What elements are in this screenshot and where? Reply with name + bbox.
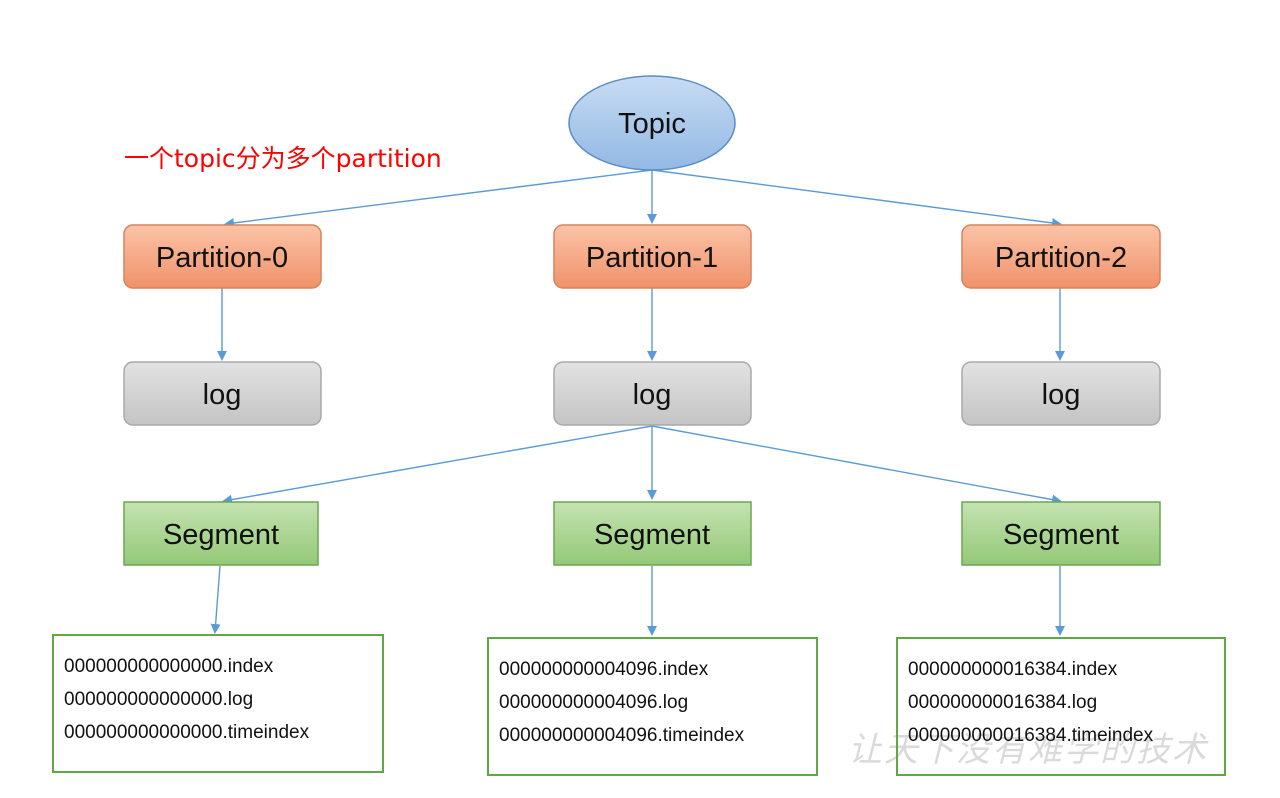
segment-node-1: Segment (553, 501, 752, 566)
partition-node-2: Partition-2 (961, 224, 1161, 289)
segment-file-index: 000000000004096.index (499, 659, 709, 680)
partition-label: Partition-2 (995, 242, 1127, 274)
connector-arrows (210, 169, 1065, 636)
log-label: log (633, 379, 672, 411)
arrow-segment-0-to-files (210, 565, 221, 634)
partition-label: Partition-0 (156, 242, 288, 274)
partition-node-0: Partition-0 (123, 224, 322, 289)
arrow-topic-to-partition-0 (224, 169, 653, 228)
partition-label: Partition-1 (586, 242, 718, 274)
log-node-2: log (961, 361, 1161, 426)
segment-file-index: 000000000016384.index (908, 659, 1118, 680)
topic-label: Topic (618, 108, 686, 140)
segment-files-box-1: 000000000004096.index 000000000004096.lo… (487, 637, 818, 776)
segment-file-timeindex: 000000000000000.timeindex (64, 722, 310, 743)
segment-file-timeindex: 000000000016384.timeindex (908, 725, 1154, 746)
segment-files-box-0: 000000000000000.index 000000000000000.lo… (52, 634, 384, 773)
segment-node-0: Segment (123, 501, 319, 566)
segment-file-timeindex: 000000000004096.timeindex (499, 725, 745, 746)
segment-file-index: 000000000000000.index (64, 656, 274, 677)
log-node-1: log (553, 361, 752, 426)
arrow-log-to-segment-0 (222, 425, 653, 505)
segment-label: Segment (163, 519, 279, 551)
segment-node-2: Segment (961, 501, 1161, 566)
segment-file-log: 000000000016384.log (908, 692, 1098, 713)
log-node-0: log (123, 361, 322, 426)
arrow-topic-to-partition-2 (651, 169, 1062, 228)
partition-node-1: Partition-1 (553, 224, 752, 289)
log-label: log (203, 379, 242, 411)
segment-label: Segment (1003, 519, 1119, 551)
segment-files-box-2: 000000000016384.index 000000000016384.lo… (896, 637, 1226, 776)
segment-file-log: 000000000000000.log (64, 689, 254, 710)
watermark: 让天下没有难学的技术 (848, 730, 1208, 770)
segment-file-log: 000000000004096.log (499, 692, 689, 713)
segment-label: Segment (594, 519, 710, 551)
topic-node: Topic (568, 75, 736, 171)
partition-annotation: 一个topic分为多个partition (124, 144, 442, 173)
arrow-log-to-segment-2 (651, 425, 1062, 505)
log-label: log (1042, 379, 1081, 411)
